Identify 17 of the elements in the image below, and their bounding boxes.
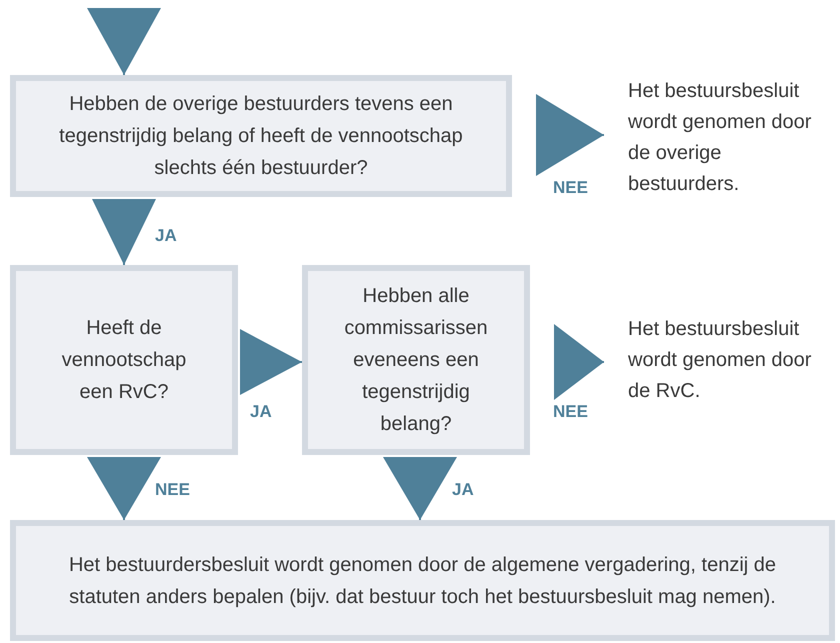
node-text: Het bestuursbesluit wordt genomen door de overige bestuurders. xyxy=(628,79,812,197)
node-text: Heeft de vennootschap een RvC? xyxy=(60,316,188,405)
process-box xyxy=(10,520,835,641)
arrow xyxy=(87,457,161,520)
process-box xyxy=(10,265,238,455)
node-text: Het bestuurdersbesluit wordt genomen door de algemene vergadering, tenzij de statuten anders bepalen (bijv. dat bestuur toch het bestuursbesluit mag nemen). xyxy=(68,552,778,610)
arrow xyxy=(240,329,302,395)
process-box xyxy=(10,75,512,197)
arrow xyxy=(383,457,457,520)
process-box xyxy=(302,265,530,455)
arrow xyxy=(92,199,156,265)
arrow xyxy=(554,324,604,400)
node-text: Het bestuursbesluit wordt genomen door de RvC. xyxy=(628,316,812,404)
arrow xyxy=(536,94,604,176)
node-text: Hebben alle commissarissen eveneens een tegenstrijdig belang? xyxy=(343,284,489,437)
arrow xyxy=(87,8,161,75)
node-text: Hebben de overige bestuurders tevens een tegenstrijdig belang of heeft de vennootschap slechts één bestuurder? xyxy=(58,92,464,181)
